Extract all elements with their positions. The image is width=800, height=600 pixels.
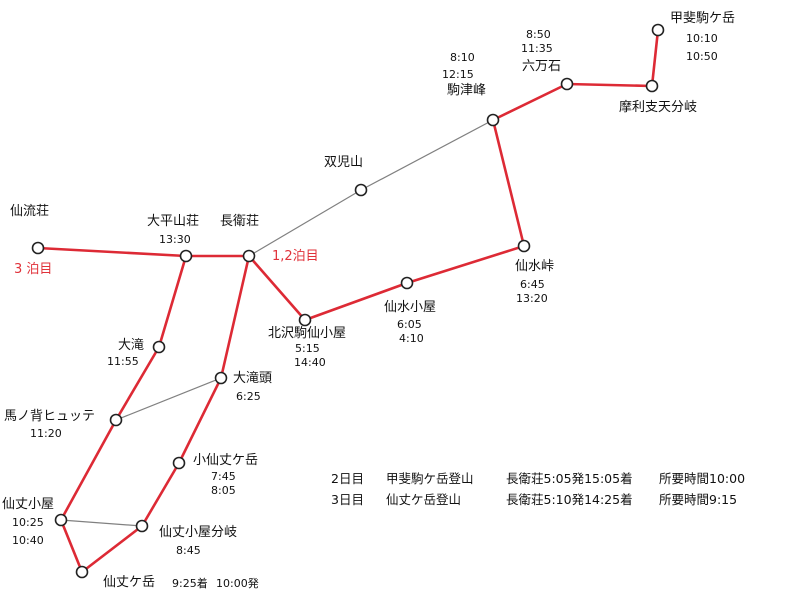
time-sensuitoge-2: 13:20 (516, 292, 548, 305)
label-senryuso: 仙流荘 (10, 204, 50, 219)
path-otakigashira-umanose (115, 377, 222, 421)
node-roppyakuseki (560, 77, 574, 91)
time-otakigashira: 6:25 (236, 390, 261, 403)
time-senjobunki: 8:45 (176, 544, 201, 557)
time-otaki: 11:55 (107, 355, 139, 368)
time-senjogatake-arrive: 9:25着 (172, 577, 208, 590)
node-chojeso (242, 249, 256, 263)
itinerary-total: 所要時間10:00 (659, 471, 746, 486)
side-paths (60, 119, 494, 527)
itinerary-route: 仙丈ケ岳登山 (386, 492, 462, 507)
label-senjogoya: 仙丈小屋 (2, 497, 55, 512)
path-futagoyama-komatsuho (360, 119, 494, 191)
time-kosenjo-1: 7:45 (211, 470, 236, 483)
itinerary-summary: 2日目 甲斐駒ケ岳登山 長衛荘5:05発15:05着 所要時間10:00 3日目 仙丈ケ… (331, 468, 745, 510)
node-otaki (152, 340, 166, 354)
node-umanose (109, 413, 123, 427)
label-kosenjo: 小仙丈ケ岳 (193, 453, 259, 468)
label-chojeso: 長衛荘 (220, 214, 260, 229)
itinerary-row: 3日目 仙丈ケ岳登山 長衛荘5:10発14:25着 所要時間9:15 (331, 489, 745, 510)
label-senjogatake: 仙丈ケ岳 (103, 575, 156, 590)
time-senjogoya-1: 10:25 (12, 516, 44, 529)
time-sensuitoge-1: 6:45 (520, 278, 545, 291)
label-ohirasanso: 大平山荘 (147, 214, 200, 229)
node-otakigashira (214, 371, 228, 385)
node-senjogoya (54, 513, 68, 527)
time-kosenjo-2: 8:05 (211, 484, 236, 497)
itinerary-day: 2日目 (331, 471, 364, 486)
time-ohirasanso: 13:30 (159, 233, 191, 246)
label-sensuigoya: 仙水小屋 (384, 300, 437, 315)
label-umanose: 馬ノ背ヒュッテ (4, 409, 96, 424)
node-senryuso (31, 241, 45, 255)
itinerary-schedule: 長衛荘5:05発15:05着 (506, 471, 633, 486)
time-kaikomagatake-depart: 10:50 (686, 50, 718, 63)
time-senjogatake-depart: 10:00発 (216, 577, 259, 590)
time-roppyakuseki-2: 11:35 (521, 42, 553, 55)
label-otaki: 大滝 (118, 338, 145, 353)
itinerary-row: 2日目 甲斐駒ケ岳登山 長衛荘5:05発15:05着 所要時間10:00 (331, 468, 745, 489)
path-chojeso-futagoyama (248, 189, 362, 257)
path-senjogoya-senjobunki (60, 519, 143, 527)
label-roppyakuseki: 六万石 (522, 59, 562, 74)
label-otakigashira: 大滝頭 (233, 371, 273, 386)
route-senryuso-chojeso (36, 246, 251, 258)
itinerary-total: 所要時間9:15 (659, 492, 738, 507)
time-senjogoya-2: 10:40 (12, 534, 44, 547)
node-marishiten (645, 79, 659, 93)
time-kitazawa-1: 5:15 (295, 342, 320, 355)
label-stay-night3: 3 泊目 (14, 262, 53, 277)
node-kitazawa (298, 313, 312, 327)
label-futagoyama: 双児山 (324, 155, 364, 170)
node-kaikomagatake (651, 23, 665, 37)
time-kaikomagatake-arrive: 10:10 (686, 32, 718, 45)
time-komatsuho-1: 8:10 (450, 51, 475, 64)
time-roppyakuseki-1: 8:50 (526, 28, 551, 41)
time-kitazawa-2: 14:40 (294, 356, 326, 369)
node-senjobunki (135, 519, 149, 533)
trail-nodes (31, 23, 665, 579)
label-marishiten: 摩利支天分岐 (619, 100, 698, 115)
time-sensuigoya-2: 4:10 (399, 332, 424, 345)
time-umanose: 11:20 (30, 427, 62, 440)
label-sensuitoge: 仙水峠 (515, 259, 555, 274)
itinerary-schedule: 長衛荘5:10発14:25着 (506, 492, 633, 507)
node-ohirasanso (179, 249, 193, 263)
label-komatsuho: 駒津峰 (447, 83, 487, 98)
node-komatsuho (486, 113, 500, 127)
node-sensuitoge (517, 239, 531, 253)
label-kaikomagatake: 甲斐駒ケ岳 (670, 11, 736, 26)
label-kitazawa: 北沢駒仙小屋 (268, 326, 347, 341)
itinerary-day: 3日目 (331, 492, 364, 507)
route-kaikomagatake-loop (247, 28, 660, 322)
node-senjogatake (75, 565, 89, 579)
node-futagoyama (354, 183, 368, 197)
itinerary-route: 甲斐駒ケ岳登山 (386, 471, 474, 486)
node-kosenjo (172, 456, 186, 470)
node-sensuigoya (400, 276, 414, 290)
time-sensuigoya-1: 6:05 (397, 318, 422, 331)
time-komatsuho-2: 12:15 (442, 68, 474, 81)
label-stay-night12: 1,2泊目 (272, 249, 319, 264)
label-senjobunki: 仙丈小屋分岐 (159, 525, 238, 540)
